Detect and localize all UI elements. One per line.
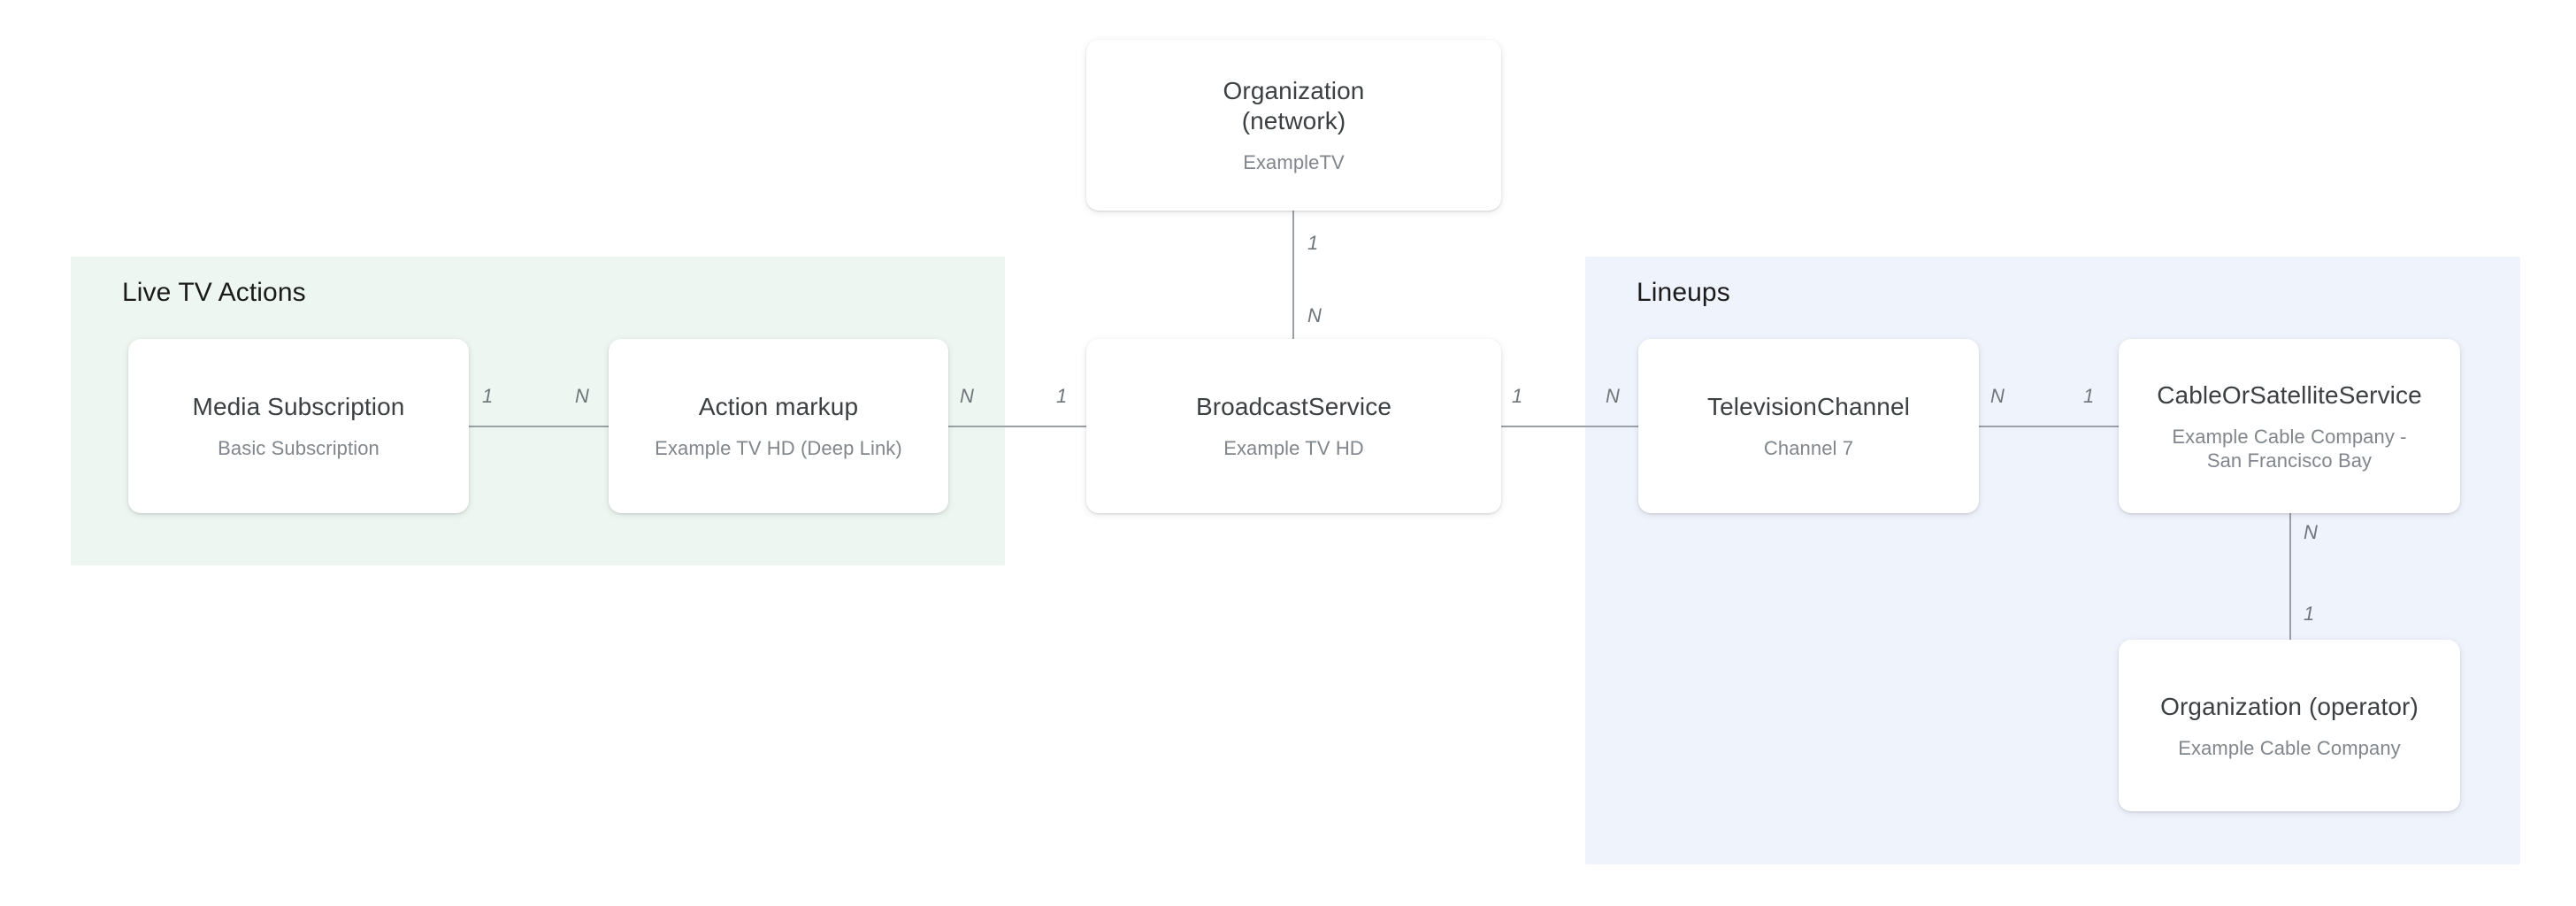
cardinality-label-target-media-subscription-to-action-markup: N (575, 385, 589, 407)
cardinality-label-target-cable-or-satellite-service-to-organization-operator: 1 (2304, 603, 2315, 625)
connector-media-subscription-to-action-markup (469, 426, 609, 427)
node-title-organization-network: Organization (network) (1223, 77, 1365, 134)
cardinality-label-target-broadcast-service-to-television-channel: N (1606, 385, 1620, 407)
node-title-action-markup: Action markup (698, 393, 859, 420)
node-subtitle-organization-operator: Example Cable Company (2178, 736, 2401, 759)
cardinality-label-source-action-markup-to-broadcast-service: N (960, 385, 974, 407)
node-organization-network[interactable]: Organization (network) ExampleTV (1086, 40, 1501, 211)
cardinality-label-source-broadcast-service-to-television-channel: 1 (1512, 385, 1523, 407)
node-subtitle-action-markup: Example TV HD (Deep Link) (655, 437, 902, 459)
cardinality-label-target-organization-network-to-broadcast-service: N (1307, 304, 1322, 326)
node-subtitle-cable-or-satellite-service: Example Cable Company - San Francisco Ba… (2172, 425, 2407, 472)
cardinality-label-target-action-markup-to-broadcast-service: 1 (1056, 385, 1068, 407)
connector-cable-or-satellite-service-to-organization-operator (2289, 513, 2291, 640)
connector-broadcast-service-to-television-channel (1501, 426, 1638, 427)
node-subtitle-organization-network: ExampleTV (1243, 151, 1345, 173)
node-subtitle-television-channel: Channel 7 (1763, 437, 1854, 459)
group-title-live-tv-actions: Live TV Actions (122, 278, 306, 307)
group-title-lineups: Lineups (1637, 278, 1730, 307)
node-title-media-subscription: Media Subscription (192, 393, 405, 420)
connector-television-channel-to-cable-or-satellite-service (1979, 426, 2119, 427)
connector-organization-network-to-broadcast-service (1292, 211, 1294, 339)
cardinality-label-source-media-subscription-to-action-markup: 1 (482, 385, 494, 407)
connector-action-markup-to-broadcast-service (948, 426, 1086, 427)
cardinality-label-source-cable-or-satellite-service-to-organization-operator: N (2304, 521, 2318, 543)
node-title-organization-operator: Organization (operator) (2160, 692, 2419, 720)
node-subtitle-broadcast-service: Example TV HD (1223, 437, 1364, 459)
node-title-cable-or-satellite-service: CableOrSatelliteService (2157, 380, 2422, 409)
node-subtitle-media-subscription: Basic Subscription (218, 437, 380, 459)
node-title-television-channel: TelevisionChannel (1707, 393, 1910, 420)
cardinality-label-target-television-channel-to-cable-or-satellite-service: 1 (2083, 385, 2095, 407)
node-organization-operator[interactable]: Organization (operator) Example Cable Com… (2119, 640, 2460, 811)
node-title-broadcast-service: BroadcastService (1195, 393, 1392, 420)
cardinality-label-source-television-channel-to-cable-or-satellite-service: N (1990, 385, 2005, 407)
cardinality-label-source-organization-network-to-broadcast-service: 1 (1307, 232, 1319, 254)
